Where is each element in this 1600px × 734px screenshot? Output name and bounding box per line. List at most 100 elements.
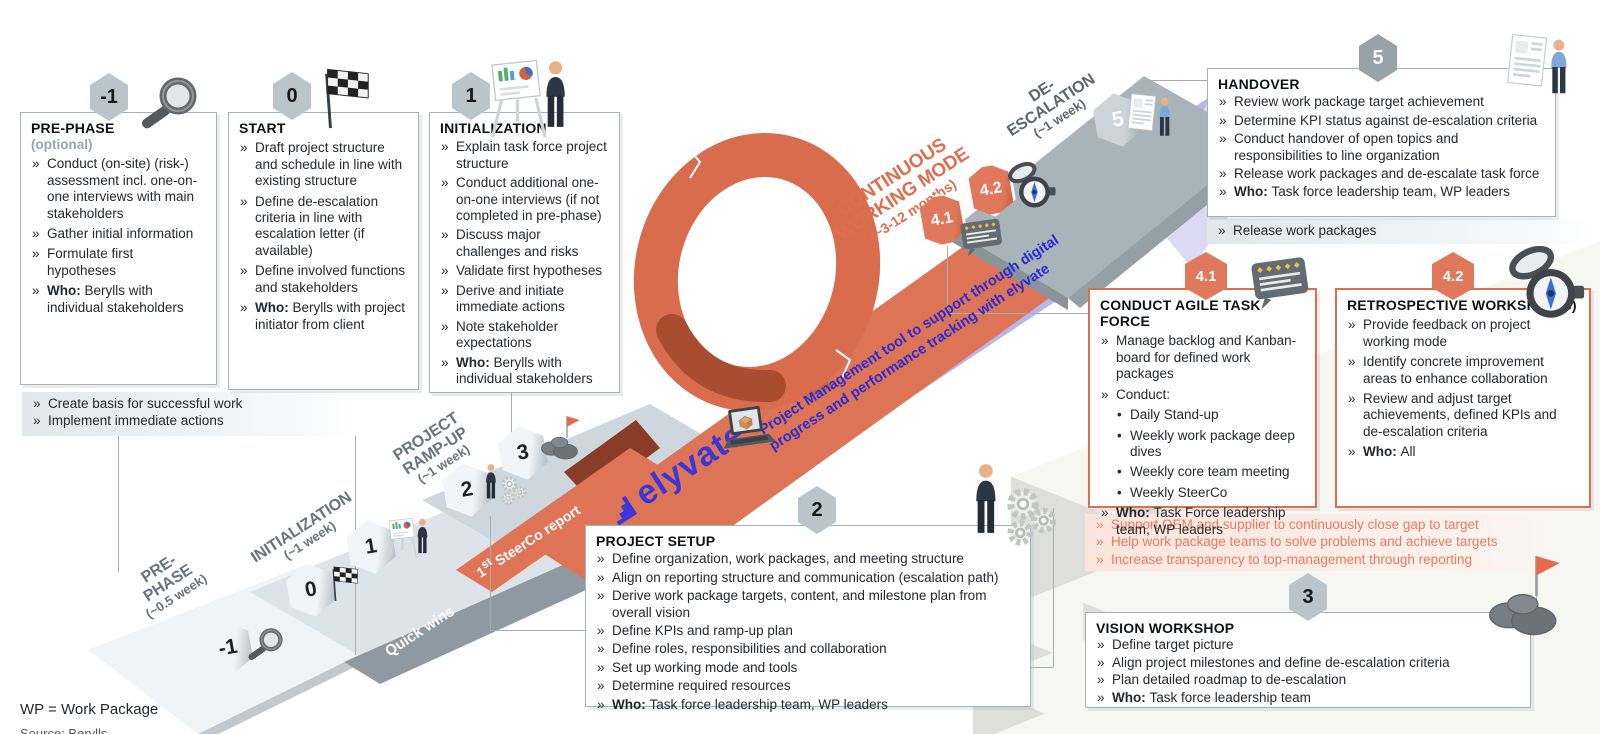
- bullet-item: Provide feedback on project working mode: [1347, 317, 1579, 350]
- bullet-item: Define organization, work packages, and …: [596, 551, 1020, 568]
- bullet-item: Define de-escalation criteria in line wi…: [239, 194, 408, 260]
- connector: [118, 436, 119, 572]
- bullet-item: Gather initial information: [31, 226, 206, 243]
- box-conduct-agile-task-force: CONDUCT AGILE TASK FORCE Manage backlog …: [1088, 288, 1317, 537]
- bullet-item: Align project milestones and define de-e…: [1096, 655, 1520, 672]
- badge-handover: 5: [1359, 34, 1397, 82]
- sub-bullet-item: Weekly core team meeting: [1100, 464, 1305, 481]
- who-item: WhoBerylls with project initiator from c…: [239, 300, 408, 333]
- connector: [1053, 508, 1054, 667]
- gears-person-icon: [482, 462, 526, 511]
- bullet-item: Note stakeholder expectations: [440, 319, 609, 352]
- bullet-item: Release work packages and de-escalate ta…: [1218, 166, 1545, 183]
- bullet-item: Define KPIs and ramp-up plan: [596, 623, 1020, 640]
- document-person-icon: [1502, 32, 1572, 107]
- box-subtitle: (optional): [31, 137, 93, 153]
- kanban-board-icon: [958, 212, 1006, 265]
- who-item: WhoTask Force leadership team, WP leader…: [1100, 505, 1305, 538]
- connector: [1031, 667, 1053, 668]
- box-pre-phase: PRE-PHASE (optional) Conduct (on-site) (…: [20, 112, 217, 385]
- bullet-item: Review work package target achievement: [1218, 94, 1545, 111]
- elyvate-logo: elyvate: [600, 415, 752, 533]
- bullet-item: Define involved functions and stakeholde…: [239, 263, 408, 296]
- bullet-item: Plan detailed roadmap to de-escalation: [1096, 672, 1520, 689]
- handover-outcome-banner: Release work packages: [1207, 219, 1593, 244]
- who-item: WhoBerylls with individual stakeholders: [440, 355, 609, 388]
- bullet-item: Derive and initiate immediate actions: [440, 283, 609, 316]
- banner-item: Implement immediate actions: [32, 413, 342, 430]
- connector: [511, 387, 512, 460]
- checkered-flag-icon: [326, 566, 362, 607]
- gears-person-icon: [968, 456, 1056, 557]
- laptop-icon: [718, 402, 778, 467]
- bullet-item: Identify concrete improvement areas to e…: [1347, 354, 1579, 387]
- box-start: START Draft project structure and schedu…: [228, 112, 419, 390]
- bullet-item: Determine KPI status against de-escalati…: [1218, 113, 1545, 130]
- bullet-item: Define roles, responsibilities and colla…: [596, 641, 1020, 658]
- bullet-item: Set up working mode and tools: [596, 660, 1020, 677]
- bullet-item: Conduct handover of open topics and resp…: [1218, 131, 1545, 164]
- who-item: WhoTask force leadership team: [1096, 690, 1520, 707]
- box-title: RETROSPECTIVE WORKSHOP(S): [1347, 297, 1577, 313]
- connector: [947, 313, 1088, 314]
- flipchart-presenter-icon: [486, 56, 570, 145]
- connector: [1142, 80, 1207, 81]
- box-title: VISION WORKSHOP: [1096, 620, 1235, 636]
- bullet-item: Validate first hypotheses: [440, 263, 609, 280]
- who-item: WhoBerylls with individual stakeholders: [31, 283, 206, 316]
- box-title: PROJECT SETUP: [596, 533, 716, 549]
- banner-item: Increase transparency to top-management …: [1095, 552, 1545, 569]
- badge-pre-phase: -1: [90, 73, 128, 121]
- pre-phase-outcomes-banner: Create basis for successful work Impleme…: [22, 392, 352, 436]
- box-retrospective-workshops: RETROSPECTIVE WORKSHOP(S) Provide feedba…: [1335, 288, 1591, 508]
- bullet-item: Conduct:: [1100, 387, 1305, 404]
- bullet-item: Determine required resources: [596, 678, 1020, 695]
- banner-item: Release work packages: [1217, 223, 1583, 240]
- kanban-board-icon: [1248, 248, 1314, 319]
- footnote-wp: WP = Work Package: [20, 701, 159, 718]
- elyvate-logo-icon: [616, 495, 637, 526]
- sub-bullet-item: Weekly work package deep dives: [1100, 428, 1305, 461]
- footnote-source: Source: Berylls: [20, 726, 108, 734]
- banner-item: Create basis for successful work: [32, 396, 342, 413]
- bullet-item: Conduct (on-site) (risk-) assessment inc…: [31, 156, 206, 222]
- box-vision-workshop: VISION WORKSHOP Define target picture Al…: [1085, 612, 1531, 708]
- compass-icon: [1506, 246, 1588, 333]
- box-initialization: INITIALIZATION Explain task force projec…: [429, 112, 620, 393]
- magnifier-icon: [134, 74, 206, 143]
- connector: [490, 630, 585, 631]
- checkered-flag-icon: [314, 68, 376, 135]
- bullet-item: Align on reporting structure and communi…: [596, 570, 1020, 587]
- bullet-item: Conduct additional one-on-one interviews…: [440, 175, 609, 224]
- badge-retrospective: 4.2: [1432, 252, 1474, 300]
- badge-initialization: 1: [452, 72, 490, 120]
- box-title: START: [239, 120, 286, 136]
- bullet-item: Draft project structure and schedule in …: [239, 140, 408, 189]
- box-title: PRE-PHASE: [31, 120, 115, 136]
- compass-icon: [1006, 162, 1058, 219]
- rock-flag-icon: [534, 414, 582, 467]
- badge-start: 0: [273, 72, 311, 120]
- bullet-item: Formulate first hypotheses: [31, 246, 206, 279]
- sub-bullet-item: Daily Stand-up: [1100, 407, 1305, 424]
- magnifier-icon: [246, 626, 286, 671]
- who-item: WhoTask force leadership team, WP leader…: [1218, 184, 1545, 201]
- connector: [490, 516, 491, 630]
- rock-flag-icon: [1476, 548, 1564, 649]
- badge-vision-workshop: 3: [1289, 573, 1327, 621]
- box-project-setup: PROJECT SETUP Define organization, work …: [585, 525, 1031, 714]
- box-title: HANDOVER: [1218, 76, 1300, 92]
- flipchart-presenter-icon: [386, 516, 430, 565]
- badge-conduct-agile: 4.1: [1185, 252, 1227, 300]
- bullet-item: Discuss major challenges and risks: [440, 227, 609, 260]
- who-item: WhoAll: [1347, 444, 1579, 461]
- bullet-item: Derive work package targets, content, an…: [596, 588, 1020, 621]
- bullet-item: Review and adjust target achievements, d…: [1347, 391, 1579, 440]
- document-person-icon: [1124, 92, 1174, 147]
- bullet-item: Explain task force project structure: [440, 139, 609, 172]
- connector: [947, 245, 948, 313]
- bullet-item: Manage backlog and Kanban-board for defi…: [1100, 333, 1305, 382]
- bullet-item: Define target picture: [1096, 637, 1520, 654]
